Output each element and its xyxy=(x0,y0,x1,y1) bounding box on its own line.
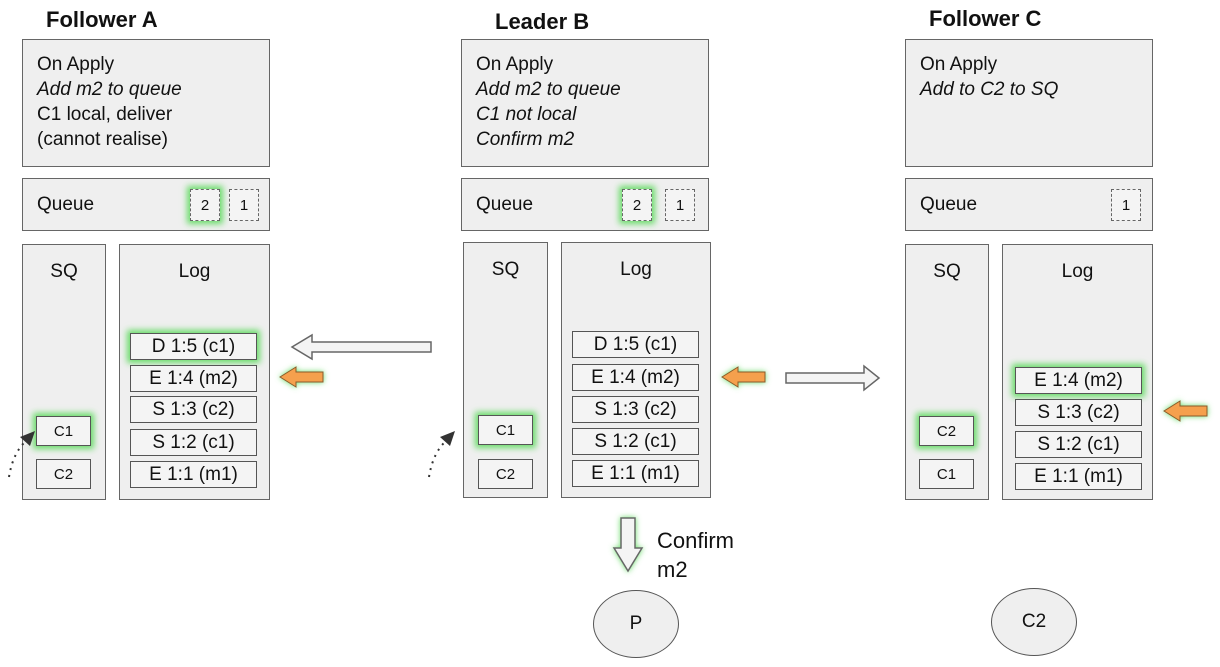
follower-a-log-box: Log D 1:5 (c1) E 1:4 (m2) S 1:3 (c2) S 1… xyxy=(119,244,270,500)
leader-b-sq-box: SQ C1 C2 xyxy=(463,242,548,498)
confirm-label: Confirm m2 xyxy=(657,526,734,584)
log-label: Log xyxy=(1061,261,1094,282)
leader-b-title: Leader B xyxy=(495,9,590,34)
on-apply-heading: On Apply xyxy=(476,54,554,75)
follower-c-title: Follower C xyxy=(929,6,1042,31)
on-apply-line: Add to C2 to SQ xyxy=(920,79,1059,100)
log-entry: S 1:2 (c1) xyxy=(130,429,257,456)
on-apply-line: Add m2 to queue xyxy=(476,79,621,100)
follower-c-queue-box: Queue 1 xyxy=(905,178,1153,231)
apply-pointer-arrow-c xyxy=(1163,400,1208,422)
leader-b-log-box: Log D 1:5 (c1) E 1:4 (m2) S 1:3 (c2) S 1… xyxy=(561,242,711,498)
follower-a-title: Follower A xyxy=(46,7,158,32)
follower-a-queue-box: Queue 2 1 xyxy=(22,178,270,231)
replication-arrow-left xyxy=(290,333,432,361)
log-entry: E 1:1 (m1) xyxy=(572,460,699,487)
queue-item: 2 xyxy=(190,189,220,221)
leader-b-on-apply-box: On Apply Add m2 to queue C1 not local Co… xyxy=(461,39,709,167)
log-label: Log xyxy=(620,259,652,280)
log-entry: S 1:2 (c1) xyxy=(1015,431,1142,458)
sq-label: SQ xyxy=(50,261,78,282)
apply-pointer-arrow-a xyxy=(279,366,324,388)
sq-entry: C1 xyxy=(919,459,974,489)
log-entry: E 1:1 (m1) xyxy=(130,461,257,488)
process-c2-node: C2 xyxy=(991,588,1077,656)
apply-pointer-arrow-b xyxy=(721,366,766,388)
sq-label: SQ xyxy=(491,259,520,280)
leader-b-queue-box: Queue 2 1 xyxy=(461,178,709,231)
queue-label: Queue xyxy=(37,194,95,215)
confirm-line: Confirm xyxy=(657,528,735,553)
log-entry: E 1:4 (m2) xyxy=(572,364,699,391)
on-apply-line: Add m2 to queue xyxy=(37,79,182,100)
on-apply-line: C1 not local xyxy=(476,104,577,125)
deliver-arrowhead-b xyxy=(440,431,455,446)
log-entry: S 1:3 (c2) xyxy=(572,396,699,423)
log-label: Log xyxy=(178,261,211,282)
sq-entry: C2 xyxy=(36,459,91,489)
log-entry: E 1:1 (m1) xyxy=(1015,463,1142,490)
confirm-line: m2 xyxy=(657,557,688,582)
log-entry: S 1:3 (c2) xyxy=(1015,399,1142,426)
process-p-node: P xyxy=(593,590,679,658)
queue-item: 1 xyxy=(229,189,259,221)
on-apply-line: (cannot realise) xyxy=(37,129,168,150)
follower-c-sq-box: SQ C2 C1 xyxy=(905,244,989,500)
on-apply-heading: On Apply xyxy=(37,54,115,75)
log-entry: S 1:2 (c1) xyxy=(572,428,699,455)
follower-c-on-apply-box: On Apply Add to C2 to SQ xyxy=(905,39,1153,167)
queue-item: 2 xyxy=(622,189,652,221)
follower-a-sq-box: SQ C1 C2 xyxy=(22,244,106,500)
queue-label: Queue xyxy=(920,194,978,215)
follower-c-log-box: Log E 1:4 (m2) S 1:3 (c2) S 1:2 (c1) E 1… xyxy=(1002,244,1153,500)
deliver-dotted-arrow-b xyxy=(428,439,448,478)
sq-entry: C2 xyxy=(919,416,974,446)
queue-item: 1 xyxy=(665,189,695,221)
log-entry: D 1:5 (c1) xyxy=(572,331,699,358)
deliver-dotted-arrow-a xyxy=(8,439,28,478)
queue-label: Queue xyxy=(476,194,534,215)
log-entry: D 1:5 (c1) xyxy=(130,333,257,360)
deliver-arrowhead-a xyxy=(20,431,35,446)
on-apply-line: C1 local, deliver xyxy=(37,104,173,125)
on-apply-line: Confirm m2 xyxy=(476,129,575,150)
confirm-down-arrow xyxy=(612,517,644,573)
on-apply-heading: On Apply xyxy=(920,54,998,75)
sq-entry: C2 xyxy=(478,459,533,489)
sq-entry: C1 xyxy=(478,415,533,445)
log-entry: E 1:4 (m2) xyxy=(1015,367,1142,394)
sq-entry: C1 xyxy=(36,416,91,446)
queue-item: 1 xyxy=(1111,189,1141,221)
sq-label: SQ xyxy=(933,261,961,282)
log-entry: S 1:3 (c2) xyxy=(130,396,257,423)
log-entry: E 1:4 (m2) xyxy=(130,365,257,392)
follower-a-on-apply-box: On Apply Add m2 to queue C1 local, deliv… xyxy=(22,39,270,167)
replication-arrow-right xyxy=(785,364,881,392)
